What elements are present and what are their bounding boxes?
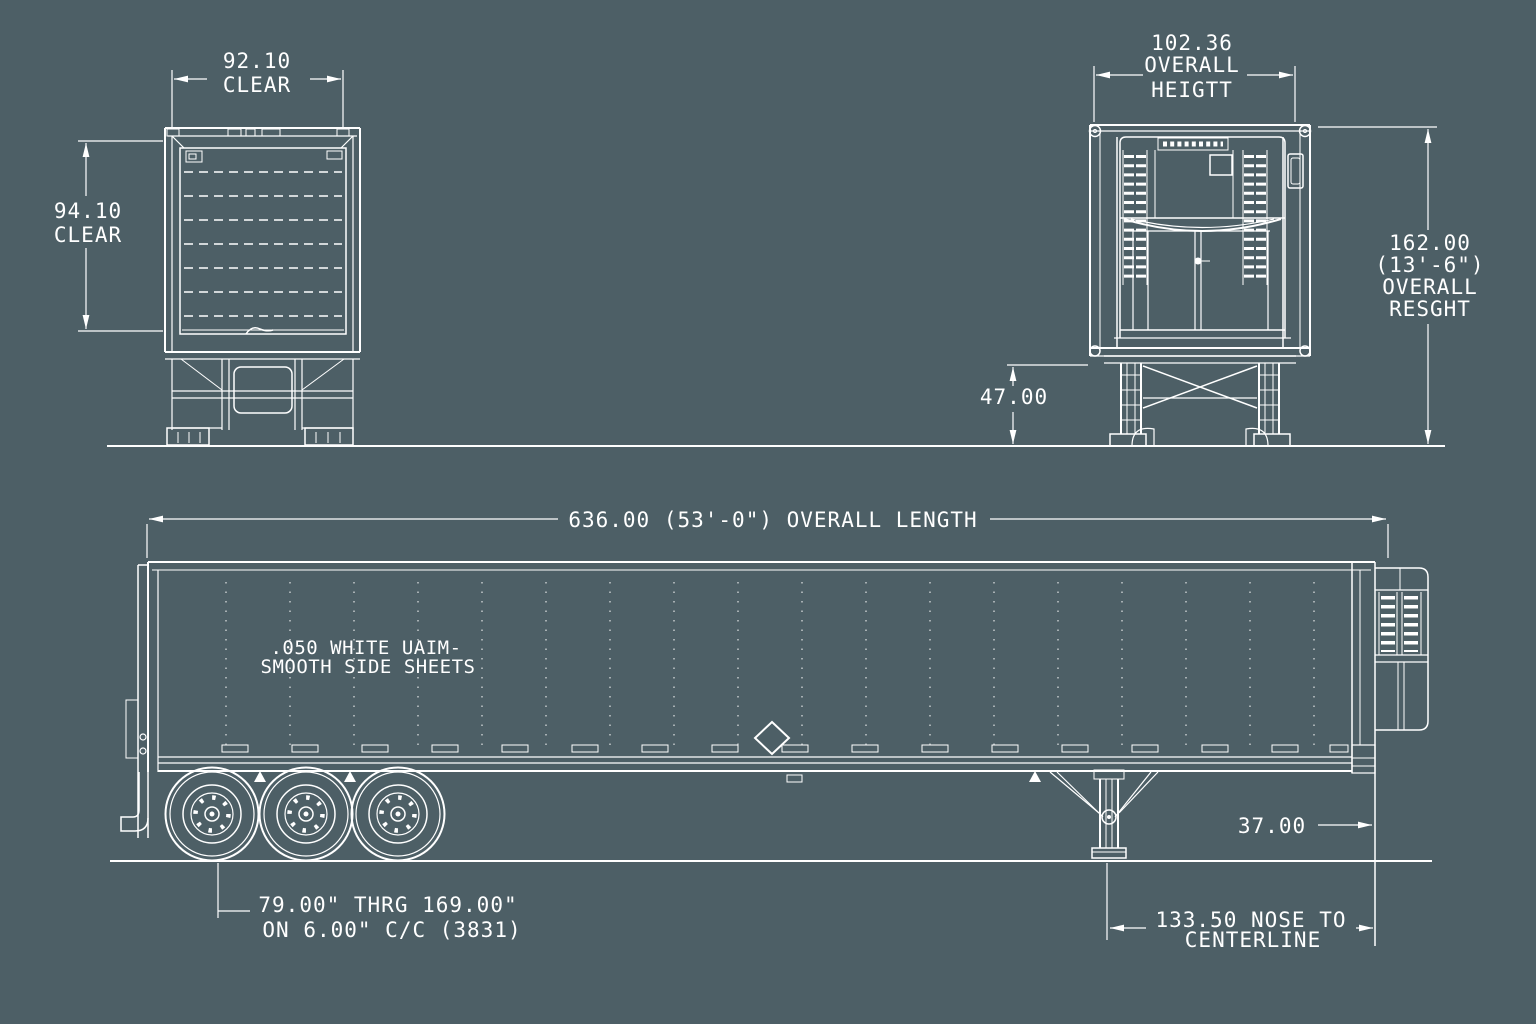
front-side-access-door [1287,153,1304,189]
axle-spacing-leader [217,863,250,918]
rear-rollup-door [179,147,347,335]
reefer-brand-label [1157,137,1229,151]
rear-height-label: CLEAR [54,223,122,247]
front-lift-ring-right [1298,124,1312,138]
reefer-unit-front [1114,136,1291,339]
rear-view [164,127,361,446]
sheet-note-line2: SMOOTH SIDE SHEETS [261,656,476,678]
gear-height-value: 47.00 [980,385,1048,409]
wheel-2 [258,766,354,862]
front-width-dimension [1093,66,1296,122]
front-width-label1: OVERALL [1144,53,1240,77]
landing-gear-foot-right [1253,433,1291,447]
gear-height-dimension [1007,364,1088,444]
reefer-sight-window [1209,154,1233,176]
rear-door-latch-left [185,150,203,163]
front-width-value: 102.36 [1151,31,1233,55]
rear-license-plate-recess [233,366,293,414]
rear-width-label: CLEAR [223,73,291,97]
axle-note-line2: ON 6.00" C/C (3831) [262,918,521,942]
overall-height-value: 162.00 [1389,231,1471,255]
nose-to-centerline-dimension [1106,863,1373,940]
side-bottom-rail-fittings [221,744,1349,753]
rear-width-value: 92.10 [223,49,291,73]
reefer-unit-side [1375,567,1429,731]
overall-length-dimension [146,515,1389,558]
rear-door-latch-right [326,150,343,160]
landing-gear-foot-left [1109,433,1147,447]
axle-note-line1: 79.00" THRG 169.00" [258,893,517,917]
side-wheels [164,766,446,862]
wheel-1 [164,766,260,862]
side-landing-gear [1049,769,1159,859]
rear-mud-flaps [166,427,354,446]
rear-height-dimension [78,140,163,332]
nose-dim-line2: CENTERLINE [1185,928,1321,952]
overall-height-label2: RESGHT [1389,297,1471,321]
overall-length-text: 636.00 (53'-0") OVERALL LENGTH [568,508,977,532]
overall-height-feet: (13'-6") [1375,253,1484,277]
front-width-label2: HEIGTT [1151,78,1233,102]
overall-height-dimension [1318,126,1437,444]
overall-height-label1: OVERALL [1382,275,1478,299]
front-view [1088,124,1312,447]
sheet-note-line1: .050 WHITE UAIM- [270,637,461,659]
rear-door-panel-joints [184,171,342,317]
front-lift-ring-left [1088,124,1102,138]
rear-height-value: 94.10 [54,199,122,223]
rear-width-dimension [171,70,344,127]
wheel-3 [350,766,446,862]
nose-dim-line1: 133.50 NOSE TO [1155,908,1346,932]
side-view [120,561,1429,946]
kingpin-dim-value: 37.00 [1238,814,1306,838]
diamond-placard [753,720,791,756]
side-rear-bumper [120,564,149,838]
rear-door-pull-strap [245,327,274,335]
front-landing-gear [1104,355,1296,447]
